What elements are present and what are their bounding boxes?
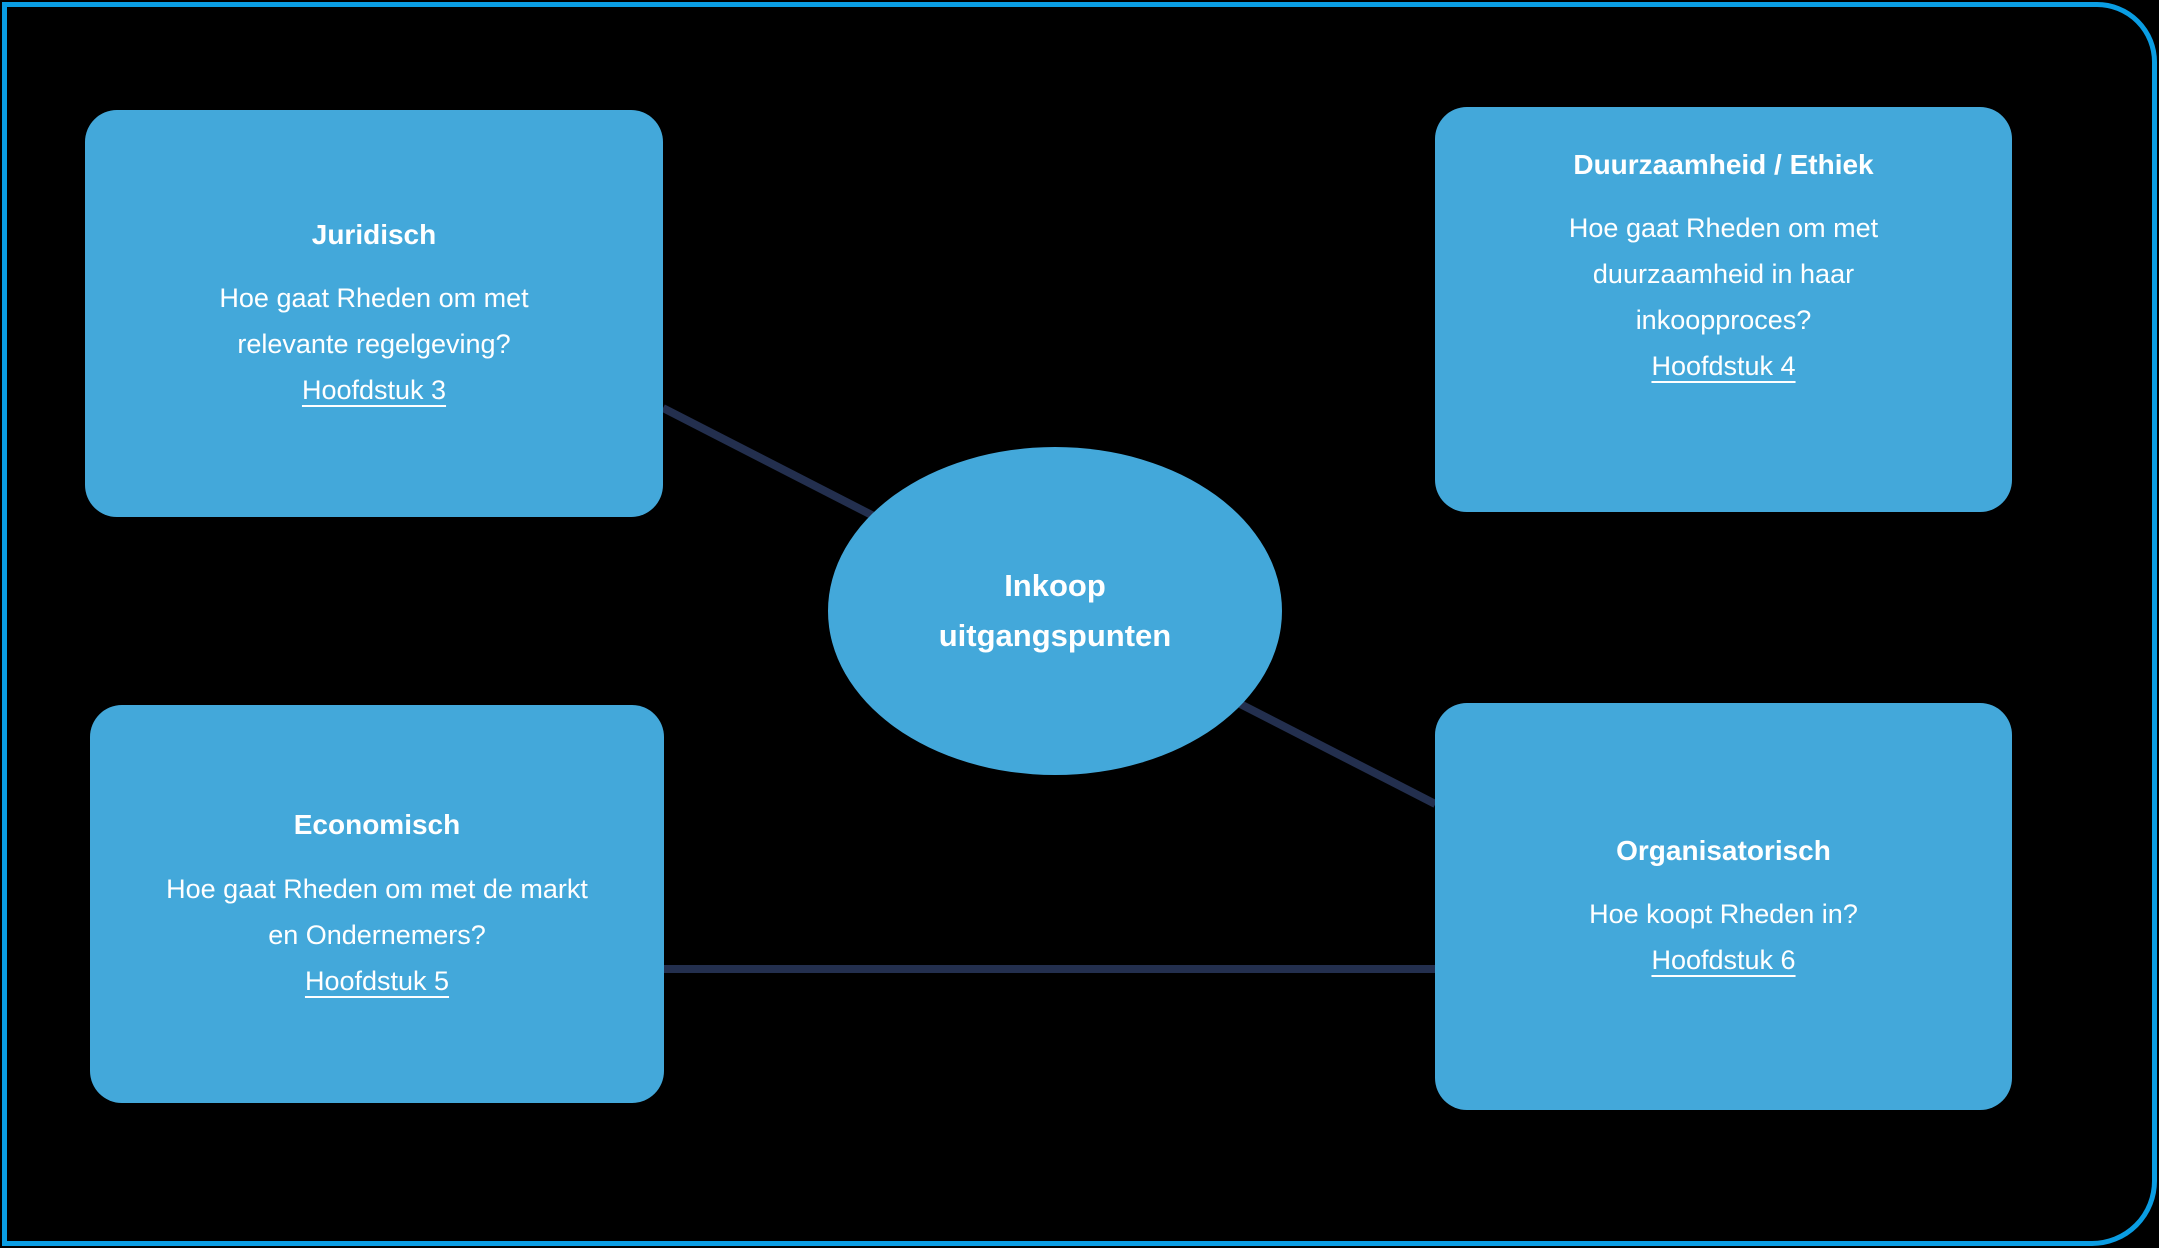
connector-economisch-organisatorisch <box>664 965 1436 973</box>
node-juridisch-title: Juridisch <box>311 218 437 250</box>
node-economisch-title: Economisch <box>293 809 461 841</box>
chapter-link-hoofdstuk-3[interactable]: Hoofdstuk 3 <box>301 375 447 406</box>
node-juridisch: Juridisch Hoe gaat Rheden om met relevan… <box>85 110 663 517</box>
node-duurzaamheid-ethiek: Duurzaamheid / Ethiek Hoe gaat Rheden om… <box>1435 107 2012 512</box>
chapter-link-hoofdstuk-4[interactable]: Hoofdstuk 4 <box>1651 351 1796 382</box>
node-duurzaamheid-title: Duurzaamheid / Ethiek <box>1573 149 1874 180</box>
node-organisatorisch-chapter: Hoofdstuk 6 <box>1651 938 1795 984</box>
node-duurzaamheid-chapter: Hoofdstuk 4 <box>1651 344 1795 390</box>
center-ellipse-label: Inkoop uitgangspunten <box>938 568 1172 653</box>
node-duurzaamheid-question: Hoe gaat Rheden om met duurzaamheid in h… <box>1568 213 1879 336</box>
node-economisch-chapter: Hoofdstuk 5 <box>305 959 449 1005</box>
node-juridisch-question: Hoe gaat Rheden om met relevante regelge… <box>219 283 529 360</box>
chapter-link-hoofdstuk-5[interactable]: Hoofdstuk 5 <box>304 965 450 996</box>
chapter-link-hoofdstuk-6[interactable]: Hoofdstuk 6 <box>1651 945 1796 976</box>
node-economisch: Economisch Hoe gaat Rheden om met de mar… <box>90 705 664 1103</box>
center-ellipse-inkoop-uitgangspunten: Inkoop uitgangspunten <box>828 447 1282 775</box>
node-juridisch-chapter: Hoofdstuk 3 <box>302 368 446 414</box>
node-organisatorisch-title: Organisatorisch <box>1616 834 1831 866</box>
node-organisatorisch-question: Hoe koopt Rheden in? <box>1589 899 1858 930</box>
node-economisch-question: Hoe gaat Rheden om met de markt en Onder… <box>166 873 588 950</box>
node-organisatorisch: Organisatorisch Hoe koopt Rheden in? Hoo… <box>1435 703 2012 1110</box>
